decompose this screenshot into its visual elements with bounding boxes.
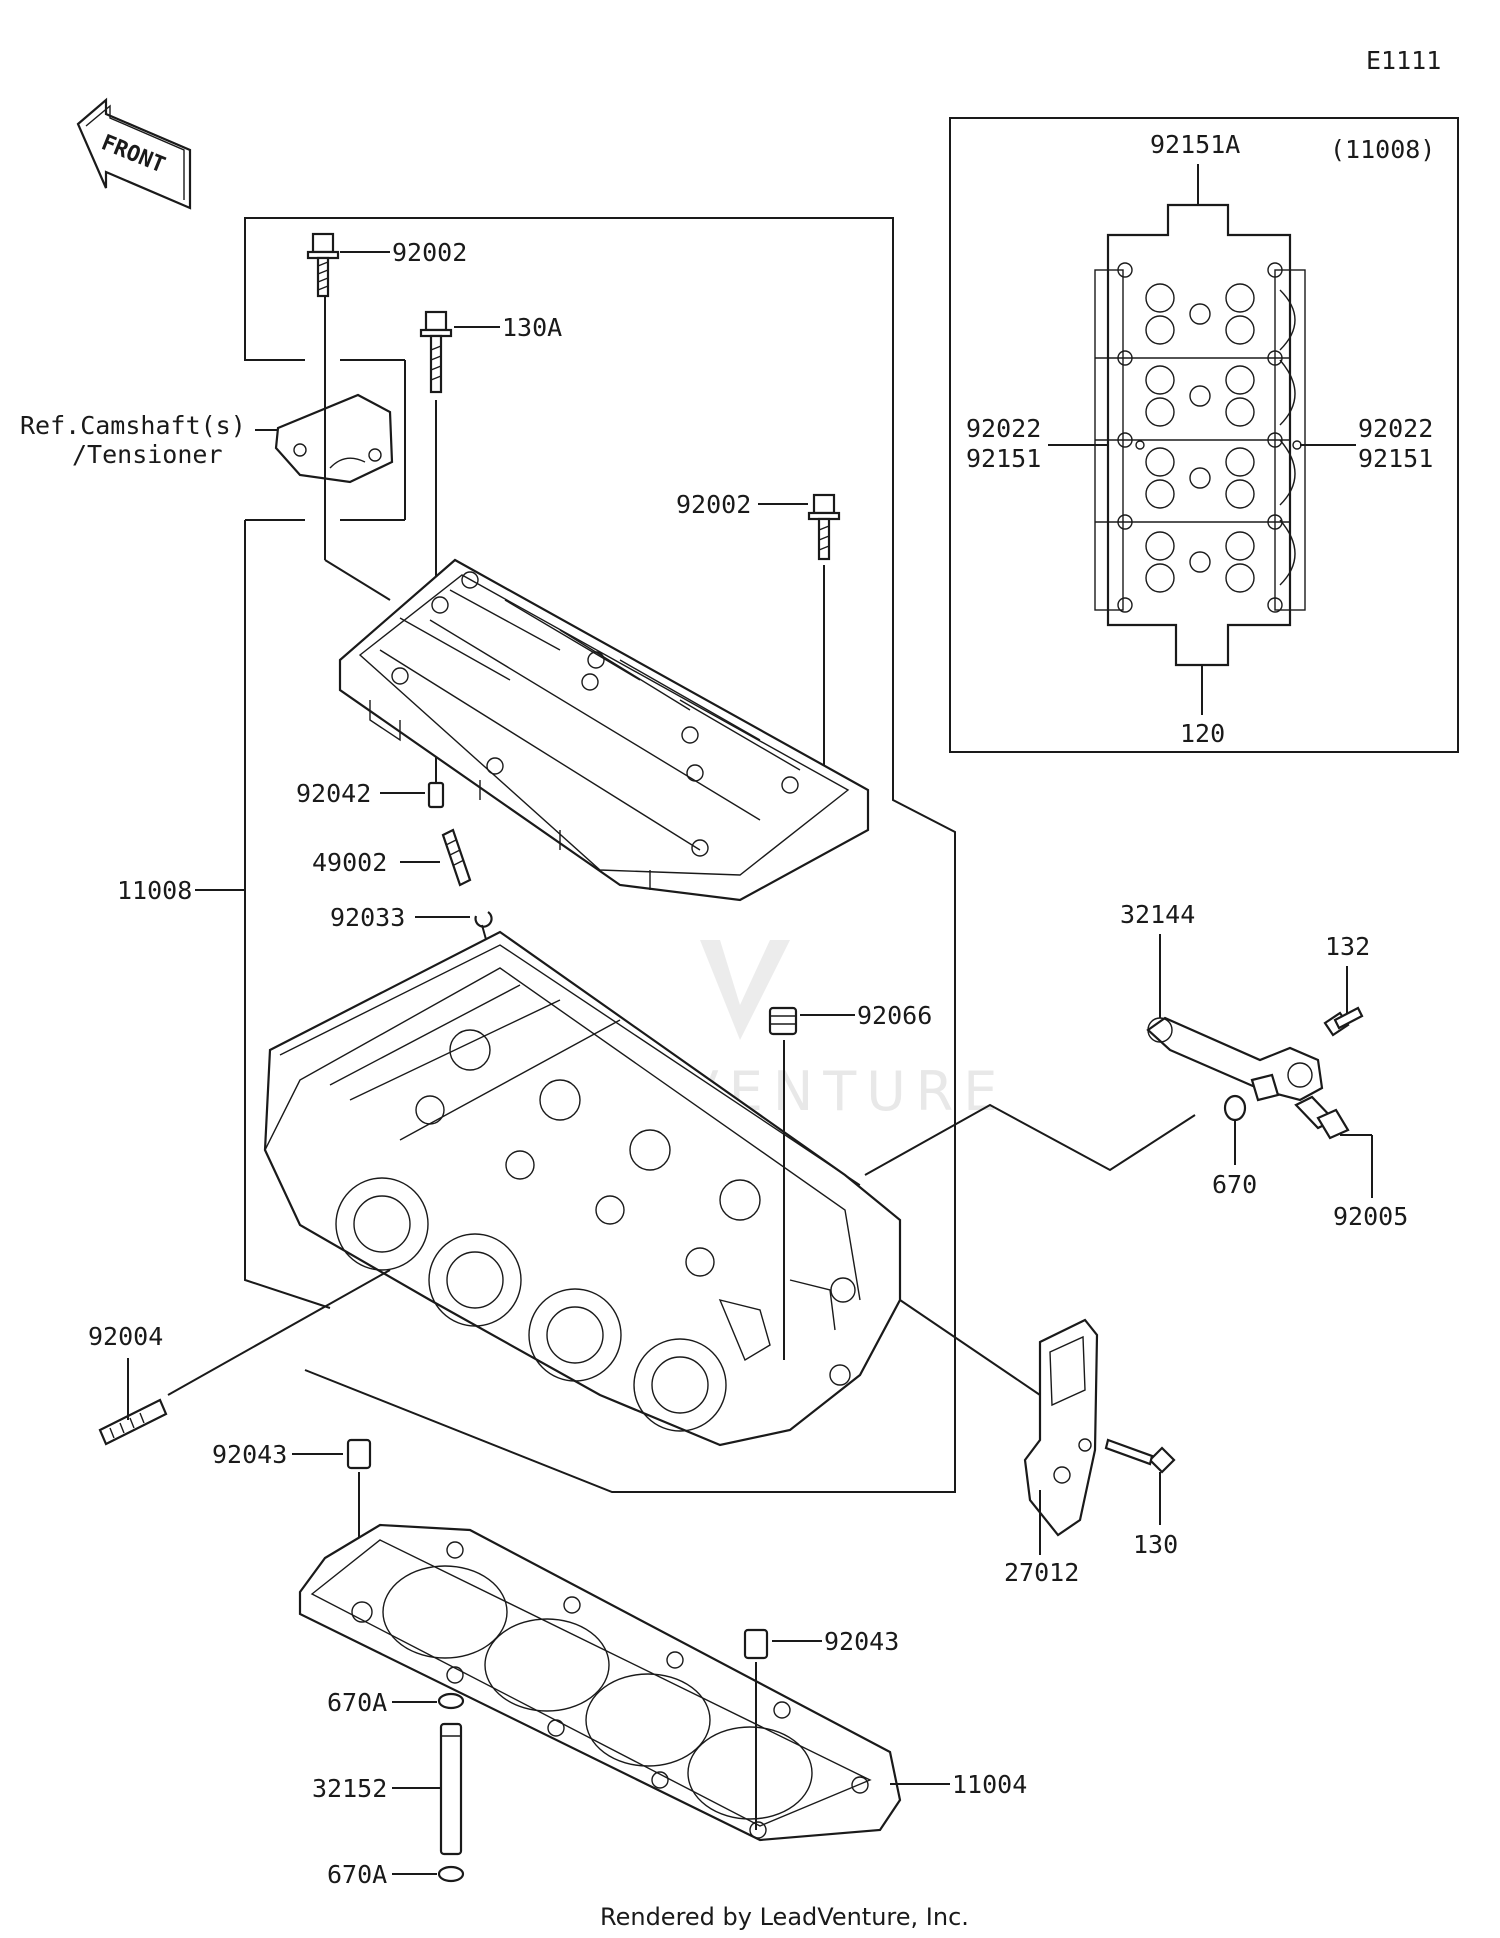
cylinder-head — [263, 930, 902, 1447]
inset-label-left2: 92151 — [966, 444, 1041, 473]
camshaft-holder — [338, 558, 870, 902]
label-11008: 11008 — [117, 876, 192, 905]
label-49002: 49002 — [312, 848, 387, 877]
dowel-92043-left — [346, 1438, 372, 1470]
bolt-130 — [1104, 1438, 1176, 1474]
label-92033: 92033 — [330, 903, 405, 932]
label-130A: 130A — [502, 313, 562, 342]
oring-670A-bottom — [437, 1865, 465, 1883]
ref-note-line1: Ref.Camshaft(s) — [20, 411, 246, 440]
label-92004: 92004 — [88, 1322, 163, 1351]
pipe-32144 — [1146, 1016, 1324, 1102]
clip-92033 — [474, 911, 493, 928]
inset-head-top-view — [1094, 203, 1306, 667]
tensioner-bracket — [274, 393, 394, 484]
label-11004: 11004 — [952, 1770, 1027, 1799]
label-92002-top: 92002 — [392, 238, 467, 267]
label-32152: 32152 — [312, 1774, 387, 1803]
label-27012: 27012 — [1004, 1558, 1079, 1587]
inset-label-right1: 92022 — [1358, 414, 1433, 443]
label-92043-right: 92043 — [824, 1627, 899, 1656]
oring-670A-top — [437, 1692, 465, 1710]
inset-label-left1: 92022 — [966, 414, 1041, 443]
oring-670 — [1223, 1094, 1247, 1122]
bracket-27012 — [1023, 1318, 1099, 1537]
label-92002-right: 92002 — [676, 490, 751, 519]
label-92043-left: 92043 — [212, 1440, 287, 1469]
stud-92004 — [98, 1398, 168, 1446]
pipe-32152 — [439, 1722, 463, 1856]
inset-label-right2: 92151 — [1358, 444, 1433, 473]
footer-credit: Rendered by LeadVenture, Inc. — [600, 1903, 969, 1931]
label-132: 132 — [1325, 932, 1370, 961]
bolt-92002-right — [807, 493, 841, 561]
bolt-92002-top — [306, 232, 340, 298]
bolt-130A — [419, 310, 453, 394]
dowel-92043-right — [743, 1628, 769, 1660]
bolt-132 — [1323, 1006, 1364, 1037]
label-92042: 92042 — [296, 779, 371, 808]
label-670A-bottom: 670A — [327, 1860, 387, 1889]
fitting-92005 — [1294, 1095, 1350, 1140]
ref-note-line2: /Tensioner — [72, 440, 223, 469]
inset-label-top: 92151A — [1150, 130, 1240, 159]
label-130: 130 — [1133, 1530, 1178, 1559]
label-92066: 92066 — [857, 1001, 932, 1030]
inset-assembly-label: (11008) — [1330, 135, 1435, 164]
diagram-id: E1111 — [1366, 46, 1441, 75]
dowel-92042 — [427, 781, 445, 809]
inset-label-bottom: 120 — [1180, 719, 1225, 748]
plug-92066 — [768, 1006, 798, 1036]
label-92005: 92005 — [1333, 1202, 1408, 1231]
assembly-bracket-11008 — [195, 217, 956, 1493]
label-670: 670 — [1212, 1170, 1257, 1199]
head-gasket-11004 — [298, 1523, 902, 1842]
front-arrow-icon: FRONT — [76, 97, 192, 210]
tappet-49002 — [441, 828, 472, 887]
label-670A-top: 670A — [327, 1688, 387, 1717]
label-32144: 32144 — [1120, 900, 1195, 929]
inset-panel: (11008) 92151A 92022 92151 92022 92151 1… — [949, 117, 1459, 753]
